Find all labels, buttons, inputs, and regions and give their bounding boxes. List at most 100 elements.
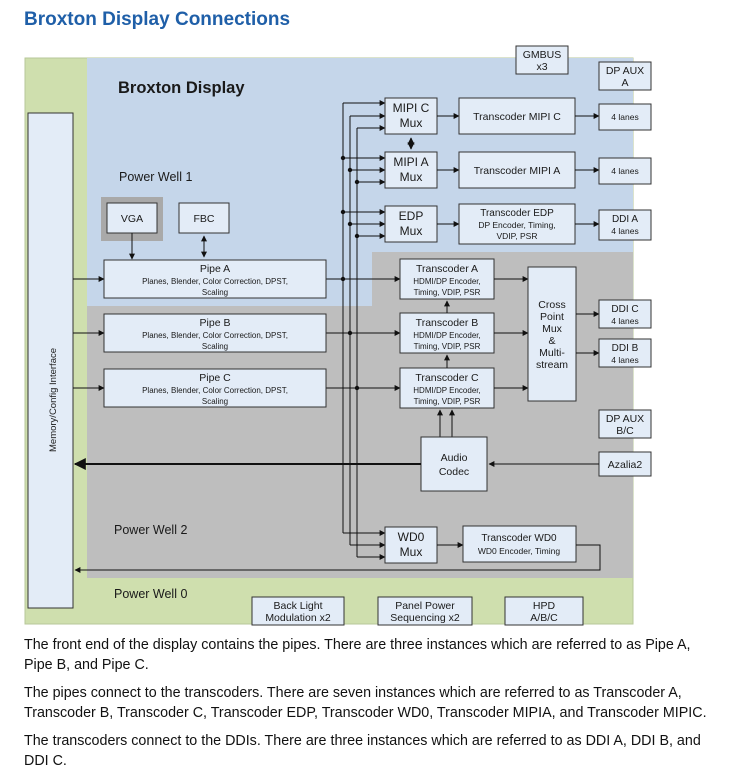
paragraph-ddis: The transcoders connect to the DDIs. The…	[24, 733, 701, 769]
cross-point-line-5: Multi-	[539, 347, 565, 359]
transcoder-wd0-sub: WD0 Encoder, Timing	[478, 546, 560, 556]
transcoder-a-line-3: Timing, VDIP, PSR	[414, 288, 481, 297]
transcoder-b-line-3: Timing, VDIP, PSR	[414, 342, 481, 351]
power-well-2-label: Power Well 2	[114, 523, 187, 537]
memory-config-interface	[27, 112, 74, 609]
mipi-a-lanes-label: 4 lanes	[611, 166, 638, 176]
pipe-b-line-3: Scaling	[202, 342, 228, 351]
broxton-display-diagram: Broxton Display Power Well 1 Power Well …	[24, 45, 652, 626]
pipe-b	[103, 313, 327, 353]
backlight-label: Back Light	[273, 600, 322, 612]
wd0-mux-sub: Mux	[400, 545, 423, 559]
ddi-a-lanes: 4 lanes	[611, 226, 638, 236]
ddi-a	[598, 209, 652, 241]
power-well-0-label: Power Well 0	[114, 587, 187, 601]
transcoder-b-label: Transcoder B	[416, 317, 479, 329]
ddi-b-lanes: 4 lanes	[611, 355, 638, 365]
ddi-b	[598, 338, 652, 368]
ddi-a-label: DDI A	[612, 214, 638, 225]
cross-point-line-1: Cross	[538, 299, 565, 311]
cross-point-line-4: &	[548, 335, 555, 347]
edp-mux	[384, 205, 438, 243]
cross-point-line-6: stream	[536, 359, 568, 371]
pipe-a-line-3: Scaling	[202, 288, 228, 297]
transcoder-mipi-a-label: Transcoder MIPI A	[474, 165, 561, 177]
transcoder-c-label: Transcoder C	[415, 372, 479, 384]
dp-aux-a-block	[598, 61, 652, 91]
dp-aux-bc-label: DP AUX	[606, 413, 644, 425]
dp-aux-a-port: A	[621, 77, 628, 89]
transcoder-mipi-a	[458, 151, 576, 189]
mipi-c-lanes-label: 4 lanes	[611, 112, 638, 122]
hpd-sub: A/B/C	[530, 612, 558, 624]
dp-aux-a-label: DP AUX	[606, 65, 644, 77]
mipi-c-mux-sub: Mux	[400, 116, 423, 130]
gmbus-count: x3	[536, 61, 547, 73]
page-title: Broxton Display Connections	[24, 9, 291, 30]
pipe-c-label: Pipe C	[199, 372, 231, 384]
pipe-b-line-2: Planes, Blender, Color Correction, DPST,	[142, 331, 288, 340]
wd0-mux	[384, 526, 438, 564]
fbc-label: FBC	[194, 213, 215, 225]
hpd-block	[504, 596, 584, 626]
transcoder-a-line-2: HDMI/DP Encoder,	[413, 277, 480, 286]
paragraph-transcoders: The pipes connect to the transcoders. Th…	[24, 685, 707, 721]
dp-aux-bc-block	[598, 409, 652, 439]
pipe-c	[103, 368, 327, 408]
transcoder-a-label: Transcoder A	[416, 263, 478, 275]
mipi-c-lanes	[598, 103, 652, 131]
edp-mux-label: EDP	[399, 209, 424, 223]
hpd-label: HPD	[533, 600, 556, 612]
mipi-c-mux	[384, 97, 438, 135]
mipi-a-mux-label: MIPI A	[393, 155, 428, 169]
paragraph-pipes: The front end of the display contains th…	[24, 637, 691, 673]
azalia-block	[598, 451, 652, 477]
audio-codec-label: Audio	[441, 452, 468, 464]
transcoder-edp-line-2: DP Encoder, Timing,	[478, 220, 555, 230]
fbc-block	[178, 202, 230, 234]
vga-label: VGA	[121, 213, 143, 225]
memory-config-label: Memory/Config Interface	[48, 348, 59, 452]
pipe-c-line-2: Planes, Blender, Color Correction, DPST,	[142, 386, 288, 395]
panel-power-label: Panel Power	[395, 600, 455, 612]
backlight-sub: Modulation x2	[265, 612, 331, 624]
ddi-c	[598, 299, 652, 329]
power-well-1-label: Power Well 1	[119, 170, 192, 184]
mipi-a-mux-sub: Mux	[400, 170, 423, 184]
transcoder-b	[399, 312, 495, 354]
vga-block	[106, 202, 158, 234]
cross-point-line-2: Point	[540, 311, 564, 323]
transcoder-wd0-label: Transcoder WD0	[481, 533, 557, 544]
audio-codec	[420, 436, 488, 492]
transcoder-mipi-c	[458, 97, 576, 135]
transcoder-mipi-c-label: Transcoder MIPI C	[473, 111, 561, 123]
panel-power-sub: Sequencing x2	[390, 612, 460, 624]
dp-aux-bc-port: B/C	[616, 425, 634, 437]
transcoder-b-line-2: HDMI/DP Encoder,	[413, 331, 480, 340]
cross-point-line-3: Mux	[542, 323, 563, 335]
pipe-a-line-2: Planes, Blender, Color Correction, DPST,	[142, 277, 288, 286]
transcoder-edp	[458, 203, 576, 245]
panel-power-block	[377, 596, 473, 626]
pipe-c-line-3: Scaling	[202, 397, 228, 406]
pipe-a-label: Pipe A	[200, 263, 230, 275]
display-label: Broxton Display	[118, 79, 245, 97]
pipe-b-label: Pipe B	[200, 317, 231, 329]
mipi-a-lanes	[598, 157, 652, 185]
gmbus-label: GMBUS	[523, 49, 562, 61]
transcoder-c-line-2: HDMI/DP Encoder,	[413, 386, 480, 395]
backlight-block	[251, 596, 345, 626]
transcoder-a	[399, 258, 495, 300]
ddi-c-label: DDI C	[611, 304, 638, 315]
ddi-c-lanes: 4 lanes	[611, 316, 638, 326]
ddi-b-label: DDI B	[612, 343, 639, 354]
transcoder-edp-line-3: VDIP, PSR	[497, 231, 538, 241]
transcoder-c-line-3: Timing, VDIP, PSR	[414, 397, 481, 406]
azalia-label: Azalia2	[608, 459, 643, 471]
wd0-mux-label: WD0	[398, 530, 425, 544]
audio-codec-sub: Codec	[439, 466, 469, 478]
gmbus-block	[515, 45, 569, 75]
cross-point-mux	[527, 266, 577, 402]
transcoder-edp-label: Transcoder EDP	[480, 208, 554, 219]
mipi-c-mux-label: MIPI C	[393, 101, 430, 115]
